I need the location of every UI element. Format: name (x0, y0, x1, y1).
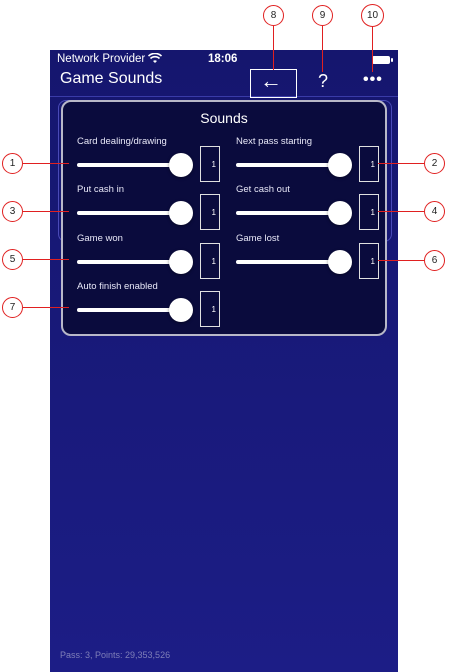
help-icon[interactable]: ? (318, 71, 329, 91)
header-divider (50, 96, 398, 97)
sound-slider-track[interactable] (77, 260, 187, 264)
callout-2: 2 (424, 153, 445, 174)
status-bar: Network Provider 18:06 (50, 50, 398, 70)
sound-slider-thumb[interactable] (169, 201, 193, 225)
sound-value-box: 1 (200, 194, 220, 230)
callout-1: 1 (2, 153, 23, 174)
sound-value-box: 1 (200, 146, 220, 182)
sound-slider-track[interactable] (77, 163, 187, 167)
sound-slider-track[interactable] (236, 163, 346, 167)
sound-slider-thumb[interactable] (169, 298, 193, 322)
callout-7: 7 (2, 297, 23, 318)
callout-leader (23, 259, 69, 260)
callout-leader (372, 26, 373, 72)
dialog-title: Sounds (200, 110, 248, 126)
callout-leader (378, 211, 424, 212)
status-footer: Pass: 3, Points: 29,353,526 (60, 650, 171, 660)
sound-label: Card dealing/drawing (77, 136, 167, 147)
callout-leader (23, 307, 69, 308)
sound-slider-thumb[interactable] (328, 153, 352, 177)
sound-slider-thumb[interactable] (169, 250, 193, 274)
callout-leader (273, 26, 274, 70)
wifi-icon (147, 52, 163, 67)
sound-label: Next pass starting (236, 136, 313, 147)
sound-slider-thumb[interactable] (328, 201, 352, 225)
more-options-icon[interactable]: ••• (363, 71, 383, 88)
callout-9: 9 (312, 5, 333, 26)
sound-label: Auto finish enabled (77, 281, 158, 292)
carrier-label: Network Provider (57, 53, 146, 65)
callout-10: 10 (361, 4, 384, 27)
callout-leader (322, 26, 323, 72)
battery-icon (372, 56, 393, 64)
callout-leader (378, 163, 424, 164)
sound-slider-thumb[interactable] (169, 153, 193, 177)
sound-slider-track[interactable] (77, 308, 187, 312)
sound-value-box: 1 (359, 243, 379, 279)
sound-slider-track[interactable] (236, 260, 346, 264)
back-button-highlight (250, 69, 297, 98)
callout-6: 6 (424, 250, 445, 271)
callout-5: 5 (2, 249, 23, 270)
callout-leader (23, 211, 69, 212)
sound-slider-track[interactable] (236, 211, 346, 215)
sound-value-box: 1 (359, 146, 379, 182)
back-arrow-icon[interactable]: ← (260, 68, 282, 93)
callout-leader (23, 163, 69, 164)
sound-label: Put cash in (77, 184, 124, 195)
callout-8: 8 (263, 5, 284, 26)
sound-value-box: 1 (200, 243, 220, 279)
sound-label: Game lost (236, 233, 280, 244)
sound-value-box: 1 (359, 194, 379, 230)
sound-slider-thumb[interactable] (328, 250, 352, 274)
callout-4: 4 (424, 201, 445, 222)
sound-value-box: 1 (200, 291, 220, 327)
callout-leader (378, 260, 424, 261)
sound-label: Get cash out (236, 184, 290, 195)
callout-3: 3 (2, 201, 23, 222)
clock: 18:06 (208, 53, 238, 65)
sounds-dialog: Sounds Card dealing/drawing 1 Next pass … (61, 100, 387, 336)
sound-label: Game won (77, 233, 123, 244)
sound-slider-track[interactable] (77, 211, 187, 215)
page-title: Game Sounds (60, 70, 163, 87)
